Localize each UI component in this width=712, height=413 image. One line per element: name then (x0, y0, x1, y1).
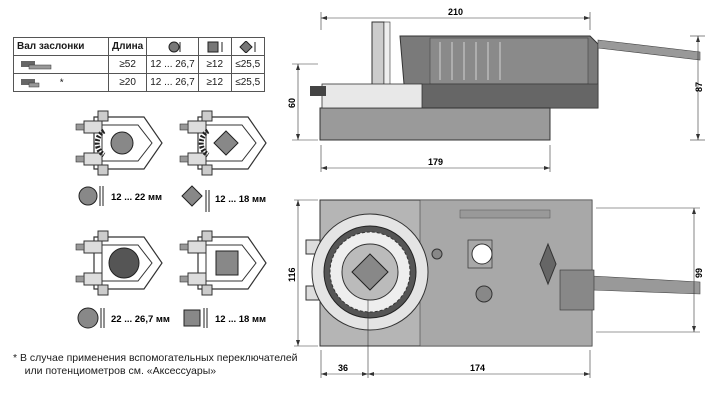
clamp-diamond (179, 110, 267, 176)
range-label-top-right: 12 ... 18 мм (215, 194, 266, 205)
short-shaft-icon: * (13, 73, 109, 92)
row2-square: ≥12 (197, 73, 232, 92)
table-row: ≥52 12 ... 26,7 ≥12 ≤25,5 (13, 55, 265, 74)
dim-right-length: 174 (470, 363, 485, 373)
dim-height-body: 60 (287, 98, 297, 108)
dim-base-length: 179 (428, 157, 443, 167)
footnote-line1: * В случае применения вспомогательных пе… (13, 352, 298, 364)
round-shaft-icon (146, 37, 199, 56)
footnote: * В случае применения вспомогательных пе… (13, 352, 298, 378)
dim-height-total: 87 (694, 82, 704, 92)
range-label-top-left: 12 ... 22 мм (111, 192, 162, 203)
clamp-round-small (75, 110, 163, 176)
long-shaft-icon (13, 55, 109, 74)
header-shaft: Вал заслонки (13, 37, 109, 56)
dim-width: 116 (287, 267, 297, 282)
row2-length: ≥20 (107, 73, 148, 92)
clamp-square (179, 230, 267, 296)
range-label-bottom-left: 22 ... 26,7 мм (111, 314, 170, 325)
table-header-row: Вал заслонки Длина (13, 37, 265, 56)
range-diamond (181, 185, 210, 212)
row2-diamond: ≤25,5 (230, 73, 265, 92)
header-length: Длина (107, 37, 148, 56)
row1-length: ≥52 (107, 55, 148, 74)
dim-left-offset: 36 (338, 363, 348, 373)
actuator-top-view: 116 99 36 174 (287, 199, 704, 378)
row1-round: 12 ... 26,7 (146, 55, 199, 74)
square-shaft-icon (197, 37, 232, 56)
diamond-shaft-icon (230, 37, 265, 56)
clamp-round-large (75, 230, 163, 296)
dim-width-right: 99 (694, 268, 704, 278)
range-square (183, 308, 208, 328)
footnote-line2: или потенциометров см. «Аксессуары» (13, 365, 217, 377)
range-round-large (77, 307, 105, 329)
table-row: * ≥20 12 ... 26,7 ≥12 ≤25,5 (13, 73, 265, 92)
row2-round: 12 ... 26,7 (146, 73, 199, 92)
row1-square: ≥12 (197, 55, 232, 74)
row1-diamond: ≤25,5 (230, 55, 265, 74)
range-label-bottom-right: 12 ... 18 мм (215, 314, 266, 325)
dim-total-length: 210 (448, 7, 463, 17)
range-round-small (78, 186, 104, 206)
shaft-table: Вал заслонки Длина ≥52 12 ... 26,7 ≥12 ≤… (13, 37, 265, 92)
actuator-side-view: 210 87 60 (287, 7, 705, 172)
row2-mark: * (59, 77, 64, 89)
